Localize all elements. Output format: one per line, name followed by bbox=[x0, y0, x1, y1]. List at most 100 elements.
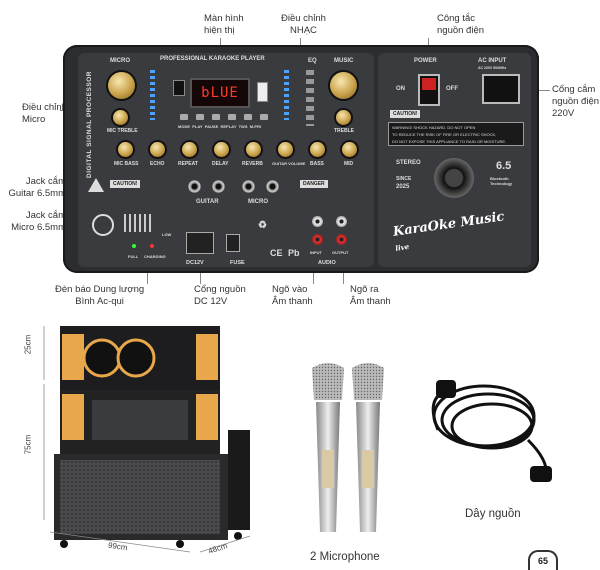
callout-micro-adjust: Điều chỉnh Micro bbox=[22, 102, 67, 125]
guitar-volume-knob[interactable] bbox=[278, 142, 293, 157]
battery-led-charging bbox=[150, 244, 154, 248]
reverb-knob[interactable] bbox=[246, 142, 261, 157]
power-switch[interactable] bbox=[418, 74, 440, 106]
usb-port[interactable] bbox=[257, 82, 268, 102]
audio-input-left[interactable] bbox=[312, 216, 323, 227]
line-audio-out bbox=[343, 262, 344, 284]
repeat-knob[interactable] bbox=[182, 142, 197, 157]
callout-battery-led: Đèn báo Dung lượng Bình Ac-qui bbox=[55, 284, 145, 307]
callout-ac-input: Cổng cắm nguồn điện 220V bbox=[552, 84, 600, 119]
caution-label-right: CAUTION! bbox=[390, 110, 421, 118]
ce-mark: CE bbox=[270, 248, 283, 258]
delay-knob[interactable] bbox=[214, 142, 229, 157]
treble-knob[interactable] bbox=[336, 110, 351, 125]
microphones-illustration bbox=[312, 363, 384, 532]
play-button[interactable] bbox=[196, 114, 204, 120]
speaker-grille bbox=[124, 214, 152, 232]
bass-knob[interactable] bbox=[310, 142, 325, 157]
lcd-display: bLUE bbox=[190, 78, 250, 108]
line-battery bbox=[147, 266, 148, 284]
led-low-label: LOW bbox=[162, 232, 172, 237]
micro-volume-knob[interactable] bbox=[108, 72, 135, 99]
echo-knob[interactable] bbox=[150, 142, 165, 157]
off-label: OFF bbox=[446, 86, 458, 92]
caption-cable: Dây nguồn bbox=[465, 508, 521, 520]
dim-height-main: 75cm bbox=[23, 434, 33, 455]
guitar-jack-2[interactable] bbox=[212, 180, 225, 193]
music-volume-label: MUSIC bbox=[334, 58, 354, 64]
pause-button[interactable] bbox=[212, 114, 220, 120]
stereo-badge: STEREO bbox=[396, 160, 421, 166]
fuse-holder[interactable] bbox=[226, 234, 240, 252]
speaker-illustration bbox=[43, 326, 251, 553]
mic-treble-label: MIC TREBLE bbox=[107, 128, 138, 134]
tws-button[interactable] bbox=[244, 114, 252, 120]
since-label: SINCE bbox=[396, 176, 412, 182]
callout-audio-in: Ngõ vào Âm thanh bbox=[272, 284, 313, 307]
size-badge: 65 bbox=[528, 550, 558, 570]
knob-label-reverb: REVERB bbox=[242, 161, 263, 167]
audio-output-left[interactable] bbox=[336, 216, 347, 227]
side-label: DIGITAL SIGNAL PROCESSOR bbox=[86, 71, 93, 178]
replay-button[interactable] bbox=[228, 114, 236, 120]
ac-socket[interactable] bbox=[482, 74, 520, 104]
no-touch-icon bbox=[92, 214, 114, 236]
power-label: POWER bbox=[414, 58, 437, 64]
caution-label: CAUTION! bbox=[110, 180, 141, 188]
warning-box: WARNING! SHOCK HAZARD. DO NOT OPEN TO RE… bbox=[388, 122, 524, 146]
line-audio-in bbox=[313, 262, 314, 284]
knob-label-bass: BASS bbox=[310, 161, 324, 167]
dim-height-top: 25cm bbox=[23, 334, 33, 355]
guitar-jack-1[interactable] bbox=[188, 180, 201, 193]
audio-input-label: INPUT bbox=[310, 250, 322, 255]
callout-micro-jack: Jack cắm Micro 6.5mm bbox=[11, 210, 66, 233]
audio-output-label: OUTPUT bbox=[332, 250, 349, 255]
danger-label: DANGER bbox=[300, 180, 328, 188]
treble-label: TREBLE bbox=[334, 128, 354, 134]
fuse-label: FUSE bbox=[230, 260, 245, 266]
pb-mark: Pb bbox=[288, 248, 300, 258]
led-meter-left bbox=[150, 70, 155, 120]
mic-treble-knob[interactable] bbox=[113, 110, 128, 125]
audio-input-right[interactable] bbox=[312, 234, 323, 245]
hazard-icon bbox=[88, 178, 104, 192]
callout-power-switch: Công tắc nguồn điện bbox=[437, 13, 485, 36]
micro-jack-2[interactable] bbox=[266, 180, 279, 193]
callout-dc-input: Cổng nguồn DC 12V bbox=[194, 284, 246, 307]
bluetooth-knob[interactable] bbox=[434, 158, 474, 198]
dc-input-terminal[interactable] bbox=[186, 232, 214, 254]
eq-buttons[interactable] bbox=[306, 70, 314, 126]
mid-knob[interactable] bbox=[342, 142, 357, 157]
led-charging-label: CHARGING bbox=[144, 254, 166, 259]
caption-microphone: 2 Microphone bbox=[310, 551, 380, 563]
power-cable-illustration bbox=[431, 380, 552, 482]
mic-bass-knob[interactable] bbox=[118, 142, 133, 157]
micro-label: MICRO bbox=[248, 199, 268, 205]
knob-label-delay: DELAY bbox=[212, 161, 229, 167]
eq-label: EQ bbox=[308, 58, 317, 64]
audio-output-right[interactable] bbox=[336, 234, 347, 245]
year-label: 2025 bbox=[396, 184, 410, 190]
bt-text: Bluetooth Technology bbox=[490, 176, 513, 186]
ac-spec-label: AC 220V 50/60Hz bbox=[478, 66, 507, 70]
callout-guitar-jack: Jack cắm Guitar 6.5mm bbox=[8, 176, 66, 199]
audio-label: AUDIO bbox=[318, 260, 336, 266]
micro-jack-1[interactable] bbox=[242, 180, 255, 193]
callout-display: Màn hình hiện thị bbox=[204, 13, 244, 36]
knob-label-guitar: GUITAR VOLUME bbox=[272, 161, 306, 166]
battery-led-full bbox=[132, 244, 136, 248]
recycle-icon: ♻ bbox=[258, 220, 267, 231]
mode-button[interactable] bbox=[180, 114, 188, 120]
music-volume-knob[interactable] bbox=[330, 72, 357, 99]
callout-audio-out: Ngõ ra Âm thanh bbox=[350, 284, 391, 307]
knob-label-echo: ECHO bbox=[150, 161, 165, 167]
sd-slot[interactable] bbox=[173, 80, 185, 96]
panel-title: PROFESSIONAL KARAOKE PLAYER bbox=[160, 56, 265, 62]
callout-music-adjust: Điều chỉnh NHẠC bbox=[281, 13, 326, 36]
knob-label-repeat: REPEAT bbox=[178, 161, 198, 167]
led-meter-right bbox=[284, 70, 289, 120]
on-label: ON bbox=[396, 86, 405, 92]
mpri-button[interactable] bbox=[260, 114, 268, 120]
knob-label-mic-bass: MIC BASS bbox=[114, 161, 139, 167]
led-full-label: FULL bbox=[128, 254, 139, 259]
